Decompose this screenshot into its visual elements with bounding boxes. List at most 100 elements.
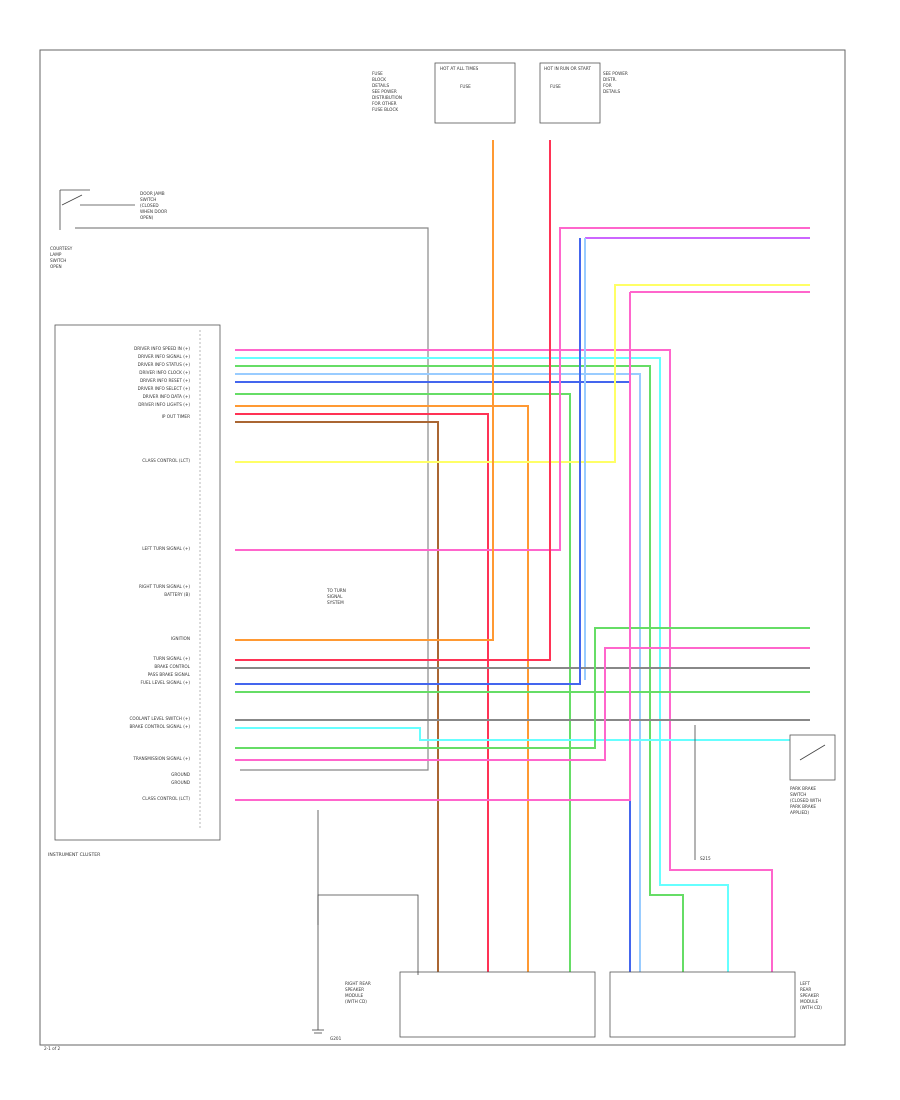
cluster-pin-label: RIGHT TURN SIGNAL (+) bbox=[139, 584, 190, 589]
courtesy-lamp-label: COURTESY LAMP SWITCH OPEN bbox=[50, 246, 73, 269]
svg-text:APPLIED): APPLIED) bbox=[790, 810, 809, 815]
svg-text:SIGNAL: SIGNAL bbox=[327, 594, 343, 599]
svg-text:DISTRIBUTION: DISTRIBUTION bbox=[372, 95, 402, 100]
svg-text:OPEN): OPEN) bbox=[140, 215, 154, 220]
cluster-pin-label: CLASS CONTROL (LCT) bbox=[142, 458, 190, 463]
cluster-pin-label: DRIVER INFO DATA (+) bbox=[143, 394, 191, 399]
svg-text:PARK BRAKE: PARK BRAKE bbox=[790, 804, 816, 809]
wire-cyan-fuel bbox=[235, 727, 795, 741]
svg-text:(CLOSED: (CLOSED bbox=[140, 203, 159, 208]
fuse-block-hot-in-run: HOT IN RUN OR START FUSE bbox=[539, 62, 601, 124]
svg-text:DETAILS: DETAILS bbox=[603, 89, 621, 94]
cluster-pin-label: COOLANT LEVEL SWITCH (+) bbox=[129, 716, 190, 721]
wire-pink-class bbox=[235, 227, 810, 551]
svg-text:SPEAKER: SPEAKER bbox=[800, 993, 819, 998]
svg-text:REAR: REAR bbox=[800, 987, 811, 992]
svg-text:MODULE: MODULE bbox=[345, 993, 364, 998]
wire-red bbox=[235, 413, 489, 975]
fuse-right-text: SEE POWER DISTR. FOR DETAILS bbox=[603, 71, 628, 94]
fuse-box-title: HOT IN RUN OR START bbox=[544, 66, 591, 71]
svg-text:LEFT: LEFT bbox=[800, 981, 810, 986]
cluster-pin-label: IP OUT TIMER bbox=[162, 414, 190, 419]
wire-yellow-timer bbox=[235, 284, 810, 463]
svg-text:RIGHT REAR: RIGHT REAR bbox=[345, 981, 371, 986]
svg-text:DETAILS: DETAILS bbox=[372, 83, 390, 88]
wire-green-2 bbox=[235, 393, 571, 975]
svg-text:(WITH CD): (WITH CD) bbox=[800, 1005, 822, 1010]
cluster-pin-label: BRAKE CONTROL bbox=[154, 664, 190, 669]
cluster-pin-label: PASS BRAKE SIGNAL bbox=[148, 672, 191, 677]
cluster-pin-label: DRIVER INFO CLOCK (+) bbox=[139, 370, 190, 375]
cluster-label: INSTRUMENT CLUSTER bbox=[48, 852, 101, 858]
svg-text:(WITH CD): (WITH CD) bbox=[345, 999, 367, 1004]
wire-lightblue bbox=[235, 373, 641, 975]
cluster-pin-label: TURN SIGNAL (+) bbox=[152, 656, 190, 661]
cluster-pin-label: BATTERY (B) bbox=[164, 592, 190, 597]
wire-green-coolant bbox=[235, 627, 810, 749]
fuse-box-title: HOT AT ALL TIMES bbox=[440, 66, 479, 71]
door-jamb-switch: DOOR JAMB SWITCH (CLOSED WHEN DOOR OPEN) bbox=[59, 189, 167, 230]
svg-text:FOR OTHER: FOR OTHER bbox=[372, 101, 397, 106]
cluster-pin-label: DRIVER INFO LIGHTS (+) bbox=[138, 402, 190, 407]
ground-g201: G201 bbox=[312, 810, 419, 1041]
wires bbox=[235, 140, 810, 975]
cluster-pin-label: BRAKE CONTROL SIGNAL (+) bbox=[129, 724, 190, 729]
wire-blue-brake bbox=[235, 238, 581, 685]
wire-orange-battery bbox=[235, 140, 494, 641]
wire-pink-brake bbox=[235, 647, 810, 761]
svg-text:SWITCH: SWITCH bbox=[50, 258, 66, 263]
fuse-label: FUSE bbox=[460, 84, 471, 89]
park-brake-switch: PARK BRAKE SWITCH (CLOSED WITH PARK BRAK… bbox=[789, 734, 836, 815]
svg-text:SEE POWER: SEE POWER bbox=[372, 89, 397, 94]
cluster-pin-label: LEFT TURN SIGNAL (+) bbox=[142, 546, 190, 551]
turn-signal-note: TO TURN SIGNAL SYSTEM bbox=[326, 588, 346, 605]
splice-label: S215 bbox=[700, 856, 711, 861]
wire-green bbox=[235, 365, 684, 975]
diagram-frame bbox=[39, 49, 846, 1046]
cluster-pin-label: DRIVER INFO RESET (+) bbox=[140, 378, 190, 383]
ground-label: G201 bbox=[330, 1036, 342, 1041]
cluster-pin-label: DRIVER INFO SELECT (+) bbox=[138, 386, 191, 391]
svg-text:COURTESY: COURTESY bbox=[50, 246, 73, 251]
diagram-footer: 2-1 of 2 bbox=[44, 1046, 61, 1051]
svg-text:TO TURN: TO TURN bbox=[326, 588, 346, 593]
svg-text:FUSE BLOCK: FUSE BLOCK bbox=[372, 107, 398, 112]
wire-brown bbox=[235, 421, 439, 975]
svg-text:SYSTEM: SYSTEM bbox=[327, 600, 344, 605]
cluster-pin-label: DRIVER INFO STATUS (+) bbox=[138, 362, 191, 367]
wire-pink-class-2 bbox=[235, 292, 631, 801]
wire-pink-speed bbox=[235, 349, 773, 975]
cluster-pin-label: DRIVER INFO SIGNAL (+) bbox=[138, 354, 190, 359]
svg-text:SPEAKER: SPEAKER bbox=[345, 987, 364, 992]
left-rear-speaker-module: LEFT REAR SPEAKER MODULE (WITH CD) bbox=[609, 971, 822, 1038]
cluster-pin-labels: DRIVER INFO SPEED IN (+) DRIVER INFO SIGN… bbox=[129, 346, 190, 801]
wire-red-ignition bbox=[235, 140, 551, 661]
svg-text:OPEN: OPEN bbox=[50, 264, 62, 269]
cluster-pin-label: FUEL LEVEL SIGNAL (+) bbox=[140, 680, 190, 685]
svg-text:LAMP: LAMP bbox=[50, 252, 62, 257]
cluster-pin-label: GROUND bbox=[171, 772, 190, 777]
fuse-left-text: FUSE BLOCK DETAILS SEE POWER DISTRIBUTIO… bbox=[372, 71, 402, 112]
svg-text:SEE POWER: SEE POWER bbox=[603, 71, 628, 76]
svg-text:SWITCH: SWITCH bbox=[140, 197, 156, 202]
svg-text:SWITCH: SWITCH bbox=[790, 792, 806, 797]
fuse-label: FUSE bbox=[550, 84, 561, 89]
cluster-pin-label: GROUND bbox=[171, 780, 190, 785]
svg-text:DOOR JAMB: DOOR JAMB bbox=[140, 191, 165, 196]
right-rear-speaker-module: RIGHT REAR SPEAKER MODULE (WITH CD) bbox=[345, 971, 596, 1038]
fuse-block-hot-at-all-times: HOT AT ALL TIMES FUSE bbox=[434, 62, 516, 124]
instrument-cluster: INSTRUMENT CLUSTER bbox=[48, 324, 221, 858]
svg-text:PARK BRAKE: PARK BRAKE bbox=[790, 786, 816, 791]
svg-text:DISTR.: DISTR. bbox=[603, 77, 617, 82]
svg-text:BLOCK: BLOCK bbox=[372, 77, 386, 82]
svg-text:FUSE: FUSE bbox=[372, 71, 383, 76]
wire-orange-data bbox=[235, 405, 529, 975]
cluster-pin-label: CLASS CONTROL (LCT) bbox=[142, 796, 190, 801]
svg-text:MODULE: MODULE bbox=[800, 999, 819, 1004]
svg-text:FOR: FOR bbox=[603, 83, 612, 88]
wire-cyan bbox=[235, 357, 729, 975]
wire-gray-door bbox=[75, 227, 429, 771]
svg-text:WHEN DOOR: WHEN DOOR bbox=[140, 209, 167, 214]
cluster-pin-label: DRIVER INFO SPEED IN (+) bbox=[134, 346, 190, 351]
